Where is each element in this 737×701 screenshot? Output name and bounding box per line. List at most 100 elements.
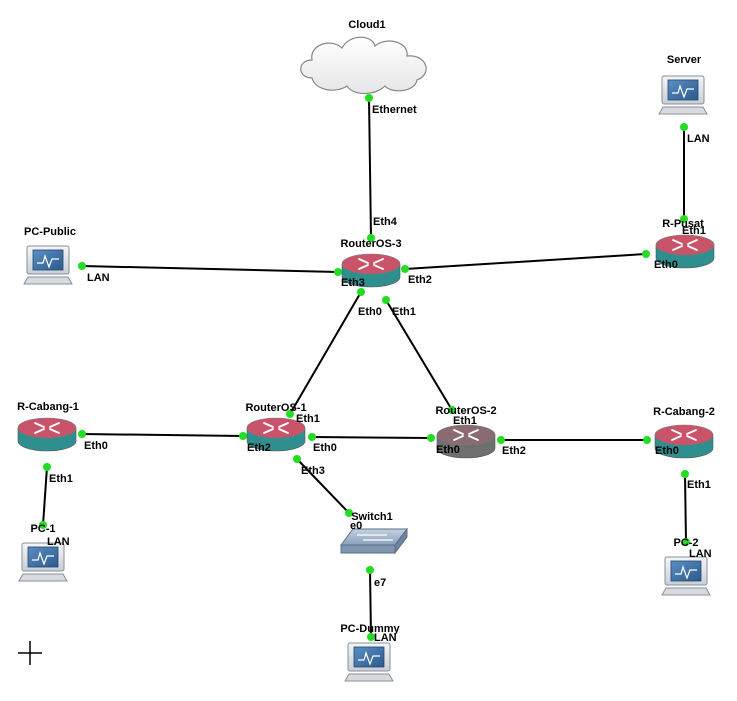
router-icon (17, 417, 77, 452)
link-routeros-3-r-pusat[interactable] (401, 250, 650, 273)
link-pc-public-routeros-3[interactable] (78, 262, 342, 276)
port-status-dot (366, 566, 374, 574)
port-label: Eth1 (682, 225, 706, 237)
port-status-dot (642, 250, 650, 258)
port-status-dot (78, 262, 86, 270)
node-switch1[interactable] (340, 527, 408, 555)
port-status-dot (382, 296, 390, 304)
port-label: Eth0 (84, 440, 108, 452)
port-label: LAN (689, 548, 712, 560)
link-line[interactable] (684, 473, 687, 543)
computer-icon (658, 75, 708, 115)
port-status-dot (681, 470, 689, 478)
link-routeros-1-routeros-2[interactable] (308, 433, 435, 442)
port-label: Eth3 (341, 277, 365, 289)
node-pc-public[interactable] (23, 245, 73, 285)
port-label: LAN (87, 272, 110, 284)
port-status-dot (43, 463, 51, 471)
crosshair-cursor-icon (18, 641, 42, 665)
port-status-dot (334, 268, 342, 276)
router-icon (655, 234, 715, 269)
router-icon (341, 253, 401, 288)
port-status-dot (78, 430, 86, 438)
port-label: LAN (687, 133, 710, 145)
node-pc-2[interactable] (661, 556, 711, 596)
link-line[interactable] (81, 433, 244, 437)
port-status-dot (367, 234, 375, 242)
node-cloud1[interactable] (300, 36, 427, 95)
link-routeros-3-routeros-1[interactable] (286, 288, 365, 418)
link-routeros-2-r-cabang-2[interactable] (497, 436, 651, 444)
port-label: Ethernet (372, 104, 417, 116)
link-routeros-3-routeros-2[interactable] (382, 296, 456, 414)
link-r-cabang-1-routeros-1[interactable] (78, 430, 247, 440)
link-line[interactable] (368, 97, 372, 239)
node-label: PC-2 (673, 537, 698, 549)
port-label: Eth1 (392, 306, 416, 318)
node-label: Server (667, 54, 702, 66)
computer-icon (18, 542, 68, 582)
node-label: PC-Dummy (340, 623, 400, 635)
node-r-cabang-1[interactable] (17, 417, 77, 452)
node-label: Cloud1 (348, 19, 385, 31)
link-line[interactable] (369, 569, 372, 638)
computer-icon (23, 245, 73, 285)
link-line[interactable] (42, 466, 48, 526)
port-label: Eth1 (687, 479, 711, 491)
node-label: PC-1 (30, 523, 55, 535)
port-label: e7 (374, 577, 386, 589)
port-status-dot (448, 406, 456, 414)
node-label: Switch1 (351, 511, 393, 523)
link-r-cabang-1-pc-1[interactable] (39, 463, 51, 529)
port-status-dot (345, 509, 353, 517)
port-label: Eth2 (247, 442, 271, 454)
port-status-dot (401, 265, 409, 273)
switch-icon (340, 527, 408, 555)
router-icon (246, 417, 306, 452)
node-label: PC-Public (24, 226, 76, 238)
port-label: Eth1 (296, 413, 320, 425)
link-server-r-pusat[interactable] (680, 123, 688, 223)
node-server[interactable] (658, 75, 708, 115)
port-status-dot (367, 633, 375, 641)
port-label: e0 (350, 520, 362, 532)
link-routeros-1-switch1[interactable] (293, 455, 353, 517)
port-status-dot (286, 410, 294, 418)
link-line[interactable] (81, 265, 339, 273)
port-status-dot (293, 455, 301, 463)
links-layer (39, 94, 690, 641)
port-label: Eth0 (655, 445, 679, 457)
node-pc-dummy[interactable] (344, 642, 394, 682)
node-routeros-3[interactable] (341, 253, 401, 288)
node-routeros-2[interactable] (436, 424, 496, 459)
port-label: Eth1 (453, 415, 477, 427)
port-status-dot (497, 436, 505, 444)
node-r-cabang-2[interactable] (654, 424, 714, 459)
port-status-dot (680, 215, 688, 223)
link-cloud1-routeros-3[interactable] (365, 94, 375, 242)
link-line[interactable] (289, 291, 362, 415)
link-line[interactable] (385, 299, 453, 411)
cloud-icon (300, 36, 427, 95)
link-r-cabang-2-pc-2[interactable] (681, 470, 690, 546)
node-routeros-1[interactable] (246, 417, 306, 452)
port-status-dot (357, 288, 365, 296)
node-label: R-Pusat (662, 218, 704, 230)
node-label: RouterOS-1 (245, 402, 306, 414)
router-icon (654, 424, 714, 459)
link-line[interactable] (404, 253, 647, 270)
node-r-pusat[interactable] (655, 234, 715, 269)
node-label: RouterOS-3 (340, 238, 401, 250)
link-switch1-pc-dummy[interactable] (366, 566, 375, 641)
port-label: Eth2 (502, 445, 526, 457)
port-status-dot (365, 94, 373, 102)
link-line[interactable] (311, 436, 432, 439)
port-status-dot (680, 123, 688, 131)
link-line[interactable] (296, 458, 350, 514)
node-pc-1[interactable] (18, 542, 68, 582)
node-label: R-Cabang-1 (17, 401, 79, 413)
port-label: Eth2 (408, 274, 432, 286)
node-label: RouterOS-2 (435, 405, 496, 417)
